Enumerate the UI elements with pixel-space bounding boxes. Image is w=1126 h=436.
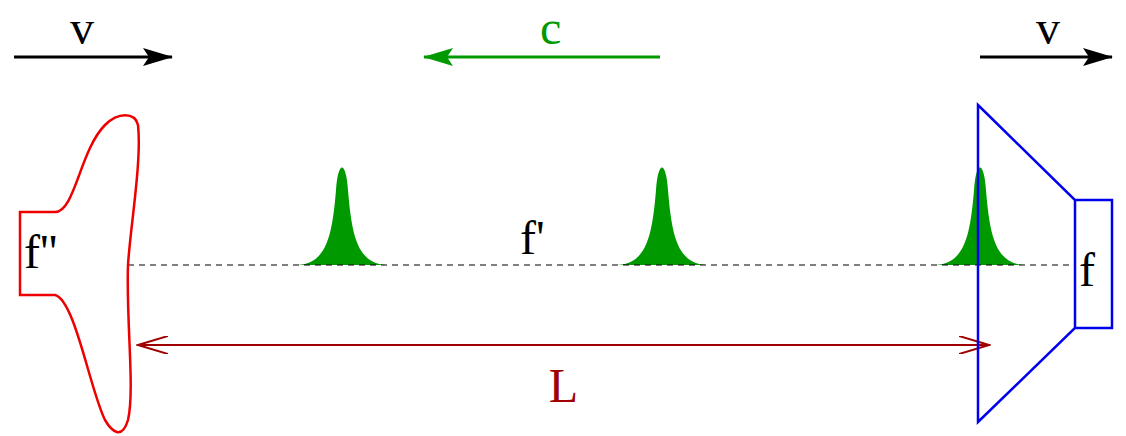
outline	[975, 100, 1120, 426]
speaker-source: f	[975, 100, 1120, 426]
velocity-arrow	[980, 56, 1112, 59]
velocity-arrow	[14, 56, 172, 59]
velocity-label: v	[70, 4, 94, 52]
sound-pulses	[298, 168, 1024, 266]
frequency-label: f'	[520, 214, 545, 262]
dashed-axis	[128, 264, 1075, 265]
distance-label: L	[549, 362, 578, 410]
ear-observer: f''	[10, 112, 150, 436]
velocity-label: v	[1036, 4, 1060, 52]
frequency-label: f	[1079, 246, 1095, 294]
frequency-label: f''	[24, 228, 57, 276]
wave-speed-label: c	[540, 4, 561, 52]
wave-speed-arrow	[424, 56, 660, 59]
distance-arrow	[138, 344, 989, 346]
